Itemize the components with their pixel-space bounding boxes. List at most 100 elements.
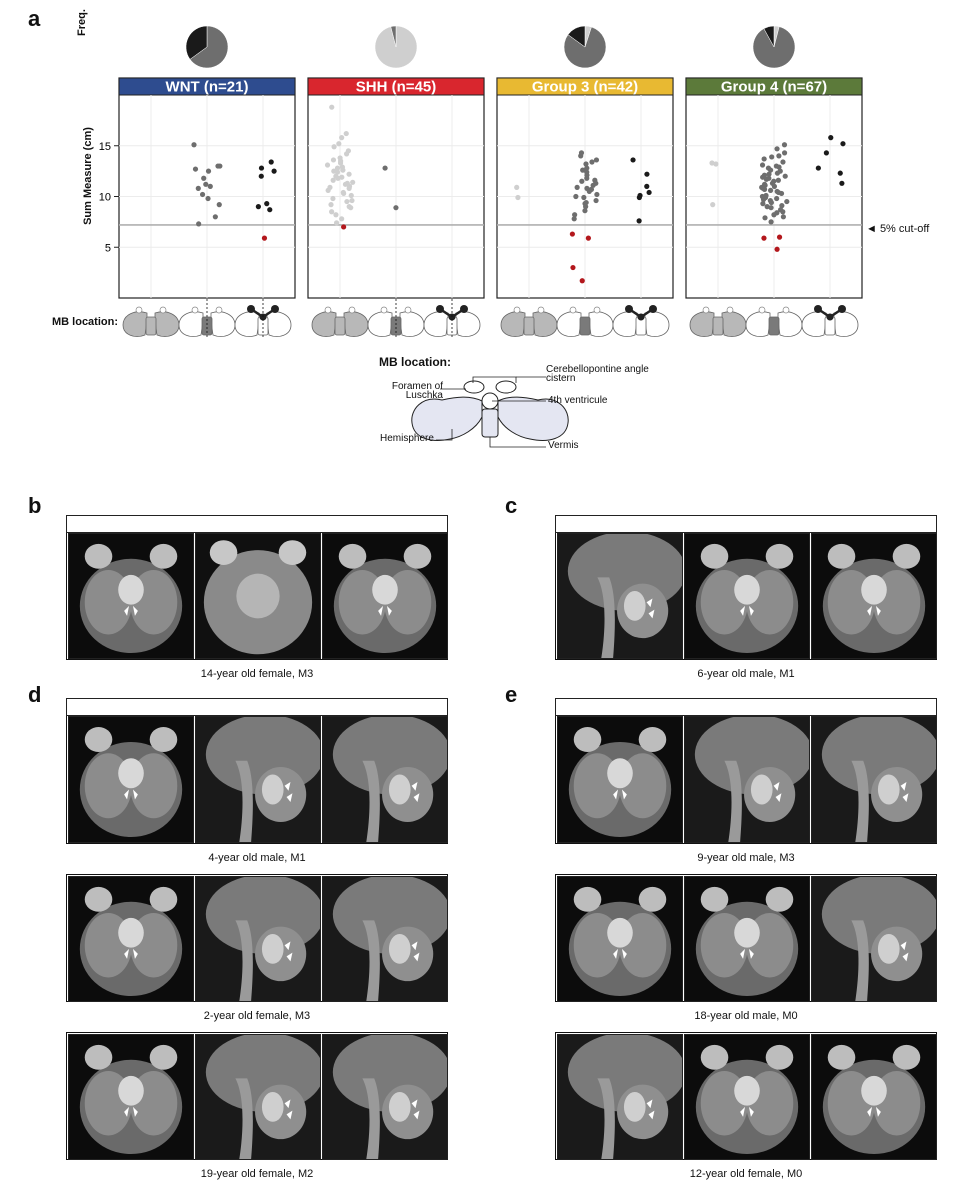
data-point (774, 246, 780, 252)
data-point (766, 171, 772, 177)
data-point (346, 204, 352, 210)
pie-slice (763, 25, 775, 48)
y-tick-label: 10 (99, 192, 111, 204)
cerebellum-schematic (411, 376, 569, 448)
data-point (258, 173, 264, 179)
data-point (515, 194, 521, 201)
data-point (710, 202, 716, 208)
data-point (767, 187, 774, 194)
data-point (594, 191, 600, 198)
data-point (255, 204, 261, 210)
y-tick-label: 5 (105, 242, 111, 254)
data-point (264, 201, 270, 207)
data-point (768, 219, 774, 225)
data-point (217, 163, 223, 169)
data-point (776, 153, 782, 159)
data-point (584, 185, 590, 191)
mri-header-group3: Group 3 (66, 698, 448, 716)
data-point (203, 181, 209, 187)
data-point (327, 184, 333, 190)
data-point (579, 278, 585, 284)
data-point (382, 165, 388, 171)
data-point (339, 216, 345, 222)
data-point (584, 175, 590, 181)
data-point (837, 170, 843, 176)
data-point (346, 171, 352, 177)
data-point (571, 216, 577, 222)
pie-slice (185, 25, 208, 60)
mri-image (684, 1034, 810, 1160)
data-point (766, 175, 772, 181)
mri-caption-group3-3: 19-year old female, M2 (200, 1168, 314, 1180)
data-point (569, 231, 575, 237)
mb-location-icon (745, 306, 803, 337)
mri-panel-wnt: WNT (66, 515, 448, 660)
data-point (340, 167, 346, 173)
data-point (774, 170, 781, 176)
panel-label-e: e (505, 682, 518, 707)
data-point (195, 185, 201, 191)
data-point (346, 185, 352, 191)
data-point (630, 157, 636, 163)
data-point (572, 212, 578, 218)
data-point (331, 144, 337, 150)
data-point (774, 210, 780, 216)
mri-image (195, 716, 321, 843)
data-point (768, 199, 774, 206)
data-point (636, 218, 642, 224)
mri-image (322, 533, 448, 659)
data-point (333, 212, 339, 218)
data-point (329, 209, 335, 215)
mri-header-group4: Group 4 (555, 698, 937, 716)
data-point (334, 165, 341, 171)
data-point (774, 146, 780, 152)
mb-location-icon (689, 306, 747, 337)
cutoff-label: ◄ 5% cut-off (866, 223, 930, 235)
mb-location-icon (178, 299, 236, 339)
mri-caption-shh: 6-year old male, M1 (697, 668, 795, 680)
mri-caption-group3-2: 2-year old female, M3 (203, 1010, 311, 1022)
label-cpa: Cerebellopontine angle cistern (546, 364, 649, 384)
mri-image (811, 533, 937, 659)
data-point (201, 175, 207, 181)
mri-image (557, 716, 683, 843)
hemisphere-right-shape (497, 396, 569, 441)
data-point (780, 209, 786, 215)
data-point (341, 190, 347, 197)
data-point (258, 165, 265, 171)
label-vermis: Vermis (548, 440, 579, 451)
mri-caption-group4-1: 9-year old male, M3 (697, 852, 795, 864)
panel-header-label: Group 3 (n=42) (532, 79, 638, 96)
data-point (779, 203, 785, 209)
data-point (771, 183, 778, 189)
mri-image (195, 876, 321, 1002)
data-point (769, 154, 775, 160)
data-point (205, 195, 211, 202)
mb-location-icon (367, 299, 425, 339)
mb-location-icon (311, 306, 369, 337)
data-point (780, 159, 786, 165)
pie-slice (563, 26, 607, 69)
data-point (773, 163, 779, 169)
data-point (344, 198, 350, 205)
data-point (579, 178, 585, 184)
mri-image (557, 533, 683, 659)
data-point (709, 160, 715, 166)
data-point (759, 162, 766, 168)
data-point (713, 161, 719, 167)
data-point (776, 234, 783, 240)
data-point (762, 215, 768, 221)
pie-slice (390, 25, 397, 48)
mb-location-icon (612, 305, 670, 337)
data-point (823, 150, 829, 156)
data-point (330, 195, 336, 202)
data-point (268, 159, 274, 165)
data-point (761, 181, 768, 187)
data-point (330, 177, 336, 183)
data-point (216, 202, 222, 208)
mri-image (195, 533, 321, 659)
data-point (760, 185, 766, 191)
data-point (840, 141, 846, 147)
data-point (636, 194, 642, 201)
